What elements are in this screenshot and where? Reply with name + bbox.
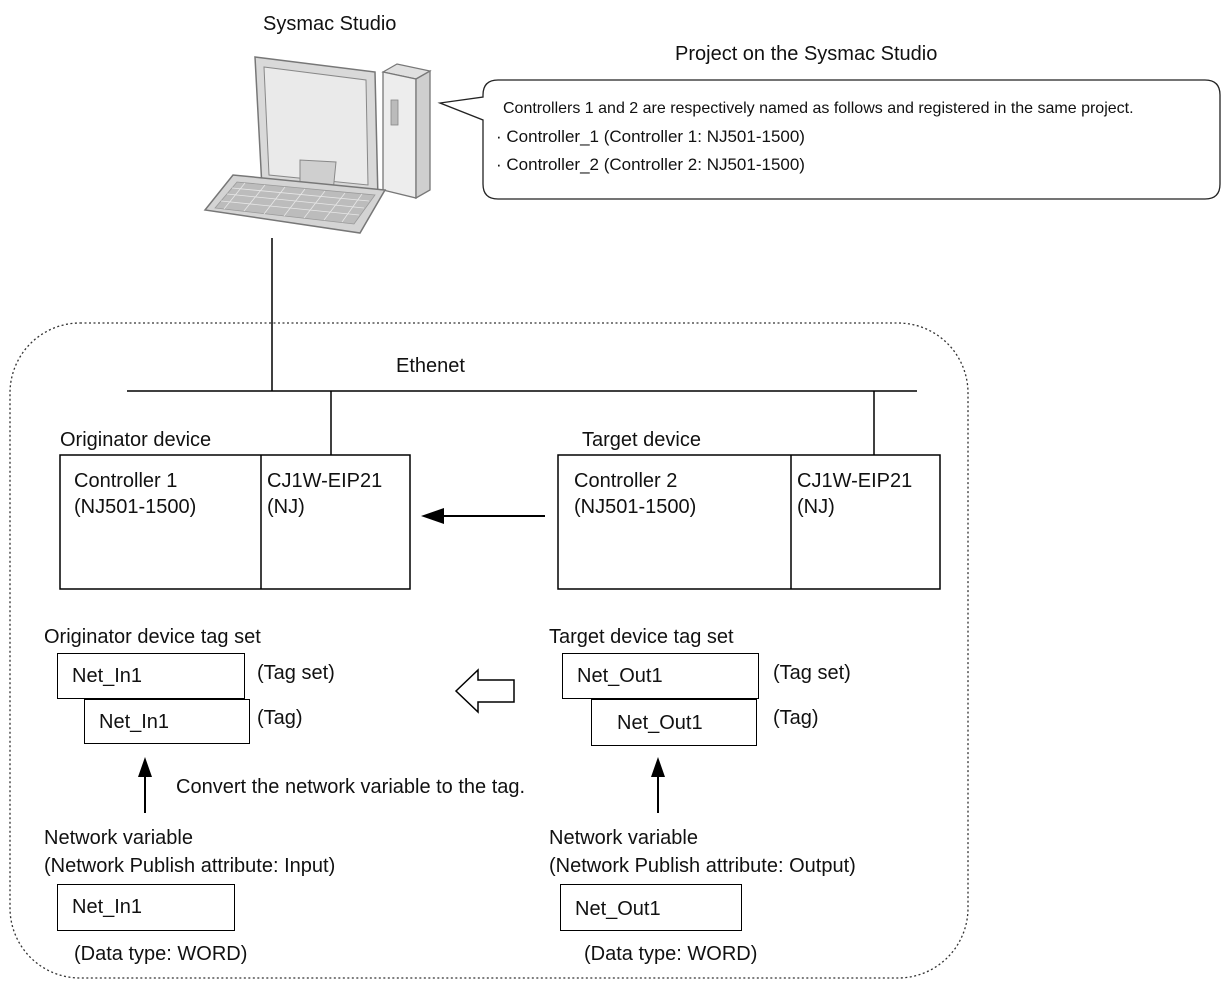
target-variable-attr: (Network Publish attribute: Output) <box>549 855 856 877</box>
controller-network-boundary <box>9 322 969 979</box>
target-variable-name: Net_Out1 <box>575 898 661 920</box>
originator-tag-box: Net_In1 <box>84 699 250 744</box>
project-callout-bubble <box>437 79 1221 200</box>
project-heading: Project on the Sysmac Studio <box>675 43 938 65</box>
controller-1-model: (NJ501-1500) <box>74 496 197 518</box>
project-item-controller-2: · Controller_2 (Controller 2: NJ501-1500… <box>496 155 805 174</box>
target-tagset-box: Net_Out1 <box>562 653 759 699</box>
originator-variable-type: (Data type: WORD) <box>74 943 248 965</box>
unit-2-name: CJ1W-EIP21 <box>797 470 913 492</box>
originator-title: Originator device <box>60 429 212 451</box>
originator-tagset-title: Originator device tag set <box>44 626 261 648</box>
target-tagset-name: Net_Out1 <box>577 665 663 687</box>
pc-label: Sysmac Studio <box>263 13 397 35</box>
target-variable-type: (Data type: WORD) <box>584 943 758 965</box>
target-tagset-caption: (Tag set) <box>773 662 851 684</box>
convert-note: Convert the network variable to the tag. <box>176 776 526 798</box>
computer-icon <box>203 56 432 234</box>
originator-tag-caption: (Tag) <box>257 707 303 729</box>
originator-tag-name: Net_In1 <box>99 711 170 733</box>
originator-variable-attr: (Network Publish attribute: Input) <box>44 855 336 877</box>
data-flow-arrow <box>421 508 545 524</box>
originator-variable-box: Net_In1 <box>57 884 235 931</box>
originator-tagset-name: Net_In1 <box>72 665 143 687</box>
target-tag-box: Net_Out1 <box>591 699 757 746</box>
controller-2-name: Controller 2 <box>574 470 678 492</box>
project-description: Controllers 1 and 2 are respectively nam… <box>503 100 1134 117</box>
target-variable-box: Net_Out1 <box>560 884 742 931</box>
originator-variable-name: Net_In1 <box>72 896 143 918</box>
tag-transfer-arrow <box>454 668 515 714</box>
unit-1-name: CJ1W-EIP21 <box>267 470 383 492</box>
controller-2-block <box>557 454 941 590</box>
target-tag-caption: (Tag) <box>773 707 819 729</box>
originator-tagset-caption: (Tag set) <box>257 662 335 684</box>
convert-arrow-right <box>651 757 665 813</box>
target-variable-title: Network variable <box>549 827 698 849</box>
target-tagset-title: Target device tag set <box>549 626 734 648</box>
target-tag-name: Net_Out1 <box>617 712 703 734</box>
unit-2-model: (NJ) <box>797 496 835 518</box>
target-title: Target device <box>582 429 701 451</box>
controller-1-name: Controller 1 <box>74 470 178 492</box>
originator-tagset-box: Net_In1 <box>57 653 245 699</box>
network-label: Ethenet <box>396 355 465 377</box>
controller-1-block <box>59 454 411 590</box>
originator-variable-title: Network variable <box>44 827 193 849</box>
project-item-controller-1: · Controller_1 (Controller 1: NJ501-1500… <box>496 127 805 146</box>
controller-2-model: (NJ501-1500) <box>574 496 697 518</box>
unit-1-model: (NJ) <box>267 496 305 518</box>
convert-arrow-left <box>138 757 152 813</box>
